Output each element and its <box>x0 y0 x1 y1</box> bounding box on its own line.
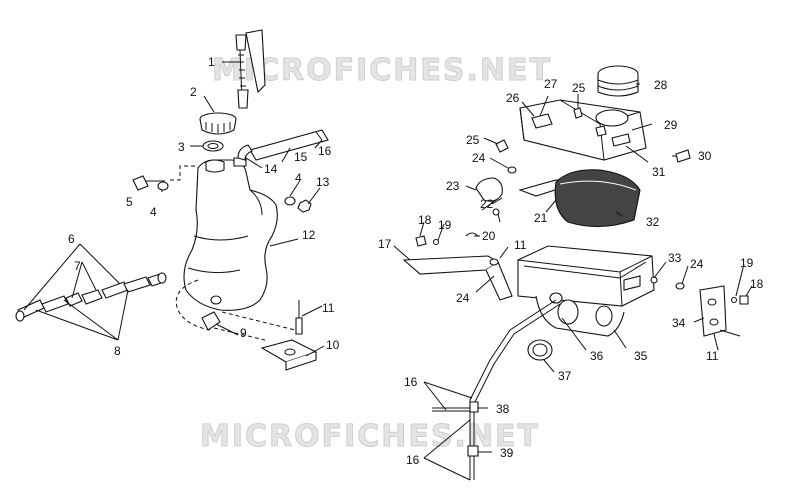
callout-35: 35 <box>634 349 648 363</box>
callout-29: 29 <box>664 118 678 132</box>
callout-37: 37 <box>558 369 572 383</box>
vent-hose <box>249 129 329 161</box>
fuel-filter-line <box>15 272 167 322</box>
callout-33: 33 <box>668 251 682 265</box>
intake-boot <box>597 65 639 97</box>
fitting-36 <box>549 292 563 304</box>
callout-25b: 25 <box>572 81 586 95</box>
washer-19b <box>432 238 440 246</box>
watermark-bottom: MICROFICHES.NET <box>200 419 540 454</box>
callout-3: 3 <box>178 140 185 154</box>
grommet-37 <box>527 339 553 361</box>
fuel-gauge-rod <box>235 29 266 109</box>
callout-16a: 16 <box>318 144 332 158</box>
callout-12: 12 <box>302 228 316 242</box>
left-assembly <box>15 29 329 371</box>
clip-25a <box>573 107 583 119</box>
fitting-9 <box>201 311 221 331</box>
breather-23 <box>475 177 503 202</box>
cap-gasket <box>202 140 224 152</box>
bolt-18a <box>415 235 427 247</box>
callout-25a: 25 <box>466 133 480 147</box>
washer-4 <box>157 181 169 191</box>
washer-4b <box>284 196 296 206</box>
callout-28: 28 <box>654 78 668 92</box>
watermark-top: MICROFICHES.NET <box>212 53 552 88</box>
callout-24c: 24 <box>690 257 704 271</box>
callout-36: 36 <box>590 349 604 363</box>
callout-19b: 19 <box>740 256 754 270</box>
battery-tray <box>517 245 655 337</box>
callout-38: 38 <box>496 402 510 416</box>
airbox-cover <box>519 99 647 161</box>
callout-5: 5 <box>126 195 133 209</box>
callout-22: 22 <box>480 197 494 211</box>
clip-25b <box>495 139 509 153</box>
sender-11 <box>295 317 303 335</box>
callout-14: 14 <box>264 162 278 176</box>
vent-elbow <box>237 144 253 161</box>
washer-19c <box>730 296 738 304</box>
bolt-19a <box>492 208 500 216</box>
callout-11b: 11 <box>514 238 527 252</box>
callout-15: 15 <box>294 150 308 164</box>
nut-13 <box>297 199 312 213</box>
clip-20 <box>465 232 479 237</box>
callout-23: 23 <box>446 179 460 193</box>
callout-20: 20 <box>482 229 496 243</box>
clamp-39 <box>467 445 479 457</box>
callout-34: 34 <box>672 316 686 330</box>
callout-7: 7 <box>74 259 81 273</box>
washer-33 <box>650 276 658 284</box>
callout-21: 21 <box>534 211 548 225</box>
fuel-tank <box>183 157 278 311</box>
callout-18b: 18 <box>750 277 764 291</box>
bracket-17 <box>402 255 500 275</box>
callout-1: 1 <box>208 55 215 69</box>
washer-24a <box>507 166 517 174</box>
callout-2: 2 <box>190 85 197 99</box>
callout-17: 17 <box>378 237 392 251</box>
callout-11a: 11 <box>322 301 335 315</box>
callout-32: 32 <box>646 215 660 229</box>
callout-24a: 24 <box>472 151 486 165</box>
callout-8: 8 <box>114 344 121 358</box>
callout-9: 9 <box>240 326 247 340</box>
callout-39: 39 <box>500 446 514 460</box>
callout-6: 6 <box>68 232 75 246</box>
callout-16b: 16 <box>404 375 418 389</box>
callout-4b: 4 <box>150 205 157 219</box>
callout-24b: 24 <box>456 291 470 305</box>
bolt-5 <box>132 175 149 191</box>
callout-31: 31 <box>652 165 666 179</box>
callout-4: 4 <box>295 171 302 185</box>
plug-30 <box>675 149 691 163</box>
air-filter <box>554 169 641 228</box>
tee-38 <box>469 401 479 413</box>
callout-11c: 11 <box>706 349 719 363</box>
callout-27: 27 <box>544 77 558 91</box>
callout-30: 30 <box>698 149 712 163</box>
washer-24c <box>675 282 685 290</box>
callout-labels: 1 2 3 4 4 5 6 7 8 9 10 11 11 11 12 13 14… <box>68 55 764 467</box>
callout-19a: 19 <box>438 218 452 232</box>
callout-16c: 16 <box>406 453 420 467</box>
callout-26: 26 <box>506 91 520 105</box>
callout-18a: 18 <box>418 213 432 227</box>
callout-13: 13 <box>316 175 330 189</box>
bracket-34 <box>699 285 727 337</box>
bolt-18b <box>739 295 749 305</box>
callout-10: 10 <box>326 338 340 352</box>
right-assembly <box>393 65 753 481</box>
fuel-cap <box>199 112 237 135</box>
